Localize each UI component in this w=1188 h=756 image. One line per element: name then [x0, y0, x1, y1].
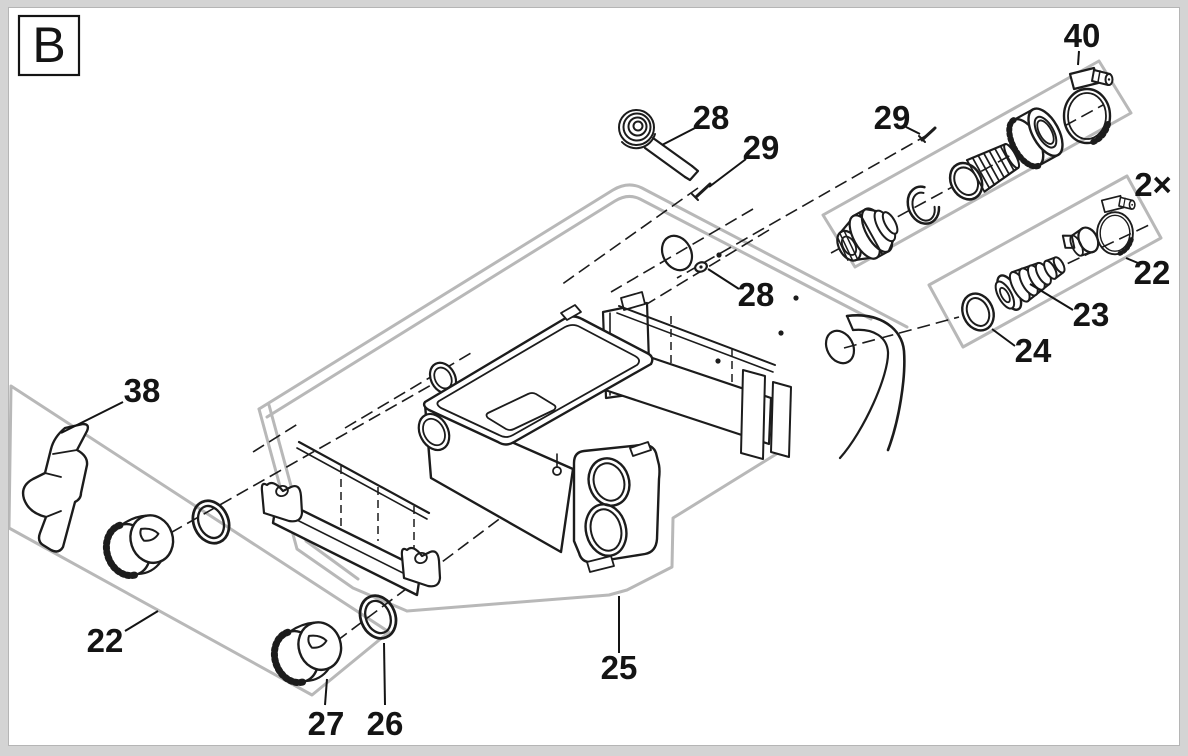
- callout-29-right: 29: [874, 99, 911, 136]
- callout-29-top: 29: [743, 129, 780, 166]
- part-22-plug: [1061, 226, 1100, 257]
- part-40-hose-clamp: [1064, 68, 1113, 143]
- group-22-left-outline: [9, 384, 391, 697]
- callout-qty-2x: 2×: [1134, 166, 1172, 203]
- part-22-hose-clamp: [1097, 196, 1135, 255]
- callout-28-top: 28: [693, 99, 730, 136]
- diagram-page: B 28 29 29 40 2× 22 23 24 28 38 22 25 27…: [8, 7, 1180, 746]
- part-29-screw-right: [918, 126, 937, 143]
- part-22-o-ring-left: [184, 493, 238, 551]
- part-29-screw-top: [691, 182, 712, 201]
- lid-reference-outline: [257, 183, 909, 613]
- callout-26: 26: [367, 705, 404, 742]
- part-corrugated-hose: [948, 143, 1021, 201]
- callout-22-left: 22: [87, 622, 124, 659]
- figure-label-box: B: [17, 14, 81, 77]
- group-22-right-outline: [927, 174, 1163, 349]
- part-38-bracket: [21, 422, 90, 553]
- part-c-ring-40: [906, 185, 941, 225]
- callout-28-mid: 28: [738, 276, 775, 313]
- part-25-tray-bar: [260, 440, 442, 597]
- part-23-hose-barb: [994, 256, 1066, 311]
- part-24-o-ring: [955, 287, 1001, 337]
- callout-labels: 28 29 29 40 2× 22 23 24 28 38 22 25 27 2…: [87, 17, 1172, 742]
- callout-27: 27: [308, 705, 345, 742]
- part-25-housing: [417, 304, 661, 573]
- part-28-nut: [694, 261, 708, 273]
- callout-24: 24: [1015, 332, 1052, 369]
- callout-40: 40: [1064, 17, 1101, 54]
- figure-label: B: [32, 17, 65, 73]
- part-22-knob-left: [99, 509, 181, 583]
- exploded-parts-diagram: B 28 29 29 40 2× 22 23 24 28 38 22 25 27…: [9, 14, 1172, 742]
- part-28-spiral-band: [618, 109, 700, 182]
- part-ring-nut: [1006, 107, 1064, 170]
- callout-25: 25: [601, 649, 638, 686]
- callout-22-right: 22: [1134, 254, 1171, 291]
- callout-38: 38: [124, 372, 161, 409]
- part-threaded-fitting: [836, 207, 899, 262]
- lid-corner-piece: [838, 314, 906, 460]
- callout-23: 23: [1073, 296, 1110, 333]
- callout-leader-lines: [60, 50, 1139, 706]
